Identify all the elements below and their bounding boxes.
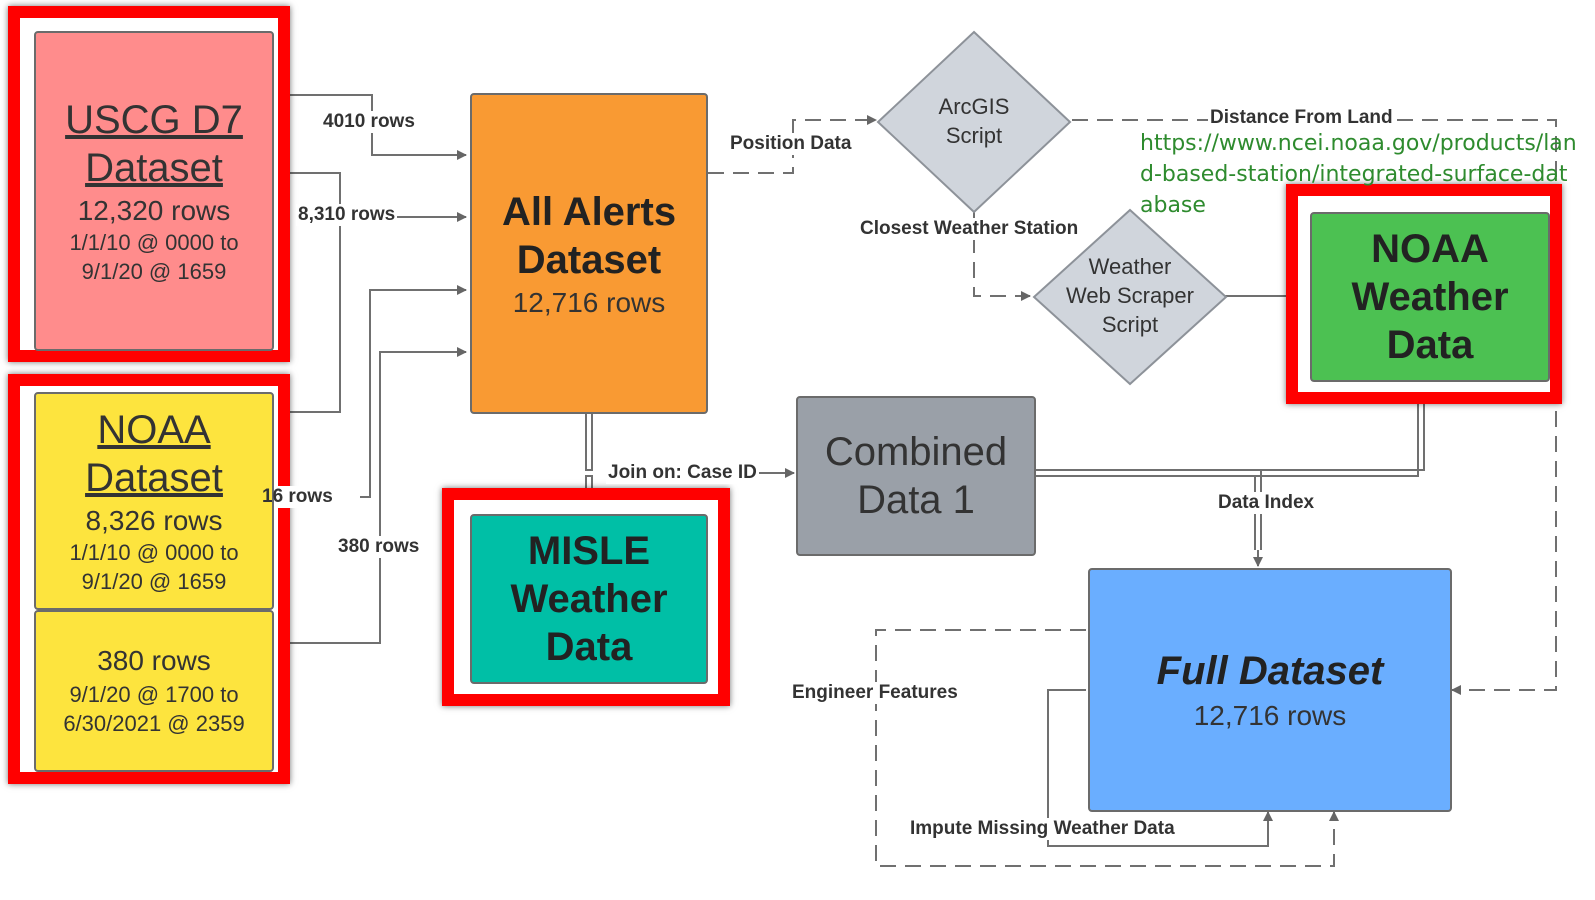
noaa-extra-range-line2: 6/30/2021 @ 2359 <box>63 711 245 736</box>
combined-line1: Combined <box>824 430 1008 474</box>
full-dataset-node: Full Dataset 12,716 rows <box>1088 568 1452 812</box>
noaa-extra-rows: 380 rows <box>97 645 211 676</box>
edge-alerts-to-join-a <box>585 414 593 471</box>
uscg-rows: 12,320 rows <box>77 195 231 226</box>
edge-label-distance-from-land: Distance From Land <box>1208 107 1395 129</box>
combined-data-node: Combined Data 1 <box>796 396 1036 556</box>
noaa-weather-line3: Data <box>1386 323 1474 367</box>
uscg-title-line2: Dataset <box>85 146 223 190</box>
misle-line1: MISLE <box>527 529 651 573</box>
noaa-weather-line1: NOAA <box>1371 227 1489 271</box>
edge-impute-loop <box>1047 689 1273 847</box>
edge-label-8310-rows: 8,310 rows <box>296 204 398 226</box>
full-dataset-title: Full Dataset <box>1156 649 1384 693</box>
edge-noaa-extra-to-alerts-380 <box>288 347 467 644</box>
noaa-extra-node: 380 rows 9/1/20 @ 1700 to 6/30/2021 @ 23… <box>34 610 274 772</box>
full-dataset-rows: 12,716 rows <box>1193 700 1347 731</box>
edge-label-380-rows: 380 rows <box>336 536 422 558</box>
arcgis-label: ArcGIS Script <box>900 92 1048 150</box>
edge-label-4010-rows: 4010 rows <box>321 111 417 133</box>
all-alerts-title-line1: All Alerts <box>501 189 677 234</box>
scraper-line3: Script <box>1101 312 1159 337</box>
edge-label-engineer-features: Engineer Features <box>790 682 960 704</box>
arcgis-script-diamond <box>876 30 1072 214</box>
all-alerts-title-line2: Dataset <box>516 237 662 282</box>
noaa-source-url: https://www.ncei.noaa.gov/products/land-… <box>1140 131 1577 218</box>
all-alerts-dataset-node: All Alerts Dataset 12,716 rows <box>470 93 708 414</box>
edge-label-join-case-id: Join on: Case ID <box>606 462 759 484</box>
edge-engineer-loop <box>875 629 1339 867</box>
scraper-line1: Weather <box>1088 254 1172 279</box>
edge-label-impute-missing-weather: Impute Missing Weather Data <box>908 818 1177 840</box>
misle-line3: Data <box>545 625 633 669</box>
edge-label-position-data: Position Data <box>728 133 854 155</box>
edge-noaa-to-alerts-8310 <box>288 217 341 413</box>
uscg-range-line2: 9/1/20 @ 1659 <box>81 259 227 284</box>
noaa-dataset-title-line1: NOAA <box>97 408 211 452</box>
misle-line2: Weather <box>510 577 668 621</box>
arcgis-line2: Script <box>945 123 1003 148</box>
all-alerts-rows: 12,716 rows <box>512 286 666 318</box>
scraper-line2: Web Scraper <box>1066 283 1194 308</box>
edge-noaaw-to-index-a <box>1261 380 1425 471</box>
edge-label-data-index: Data Index <box>1216 492 1317 514</box>
noaa-dataset-range-line1: 1/1/10 @ 0000 to <box>69 540 239 565</box>
noaa-dataset-rows: 8,326 rows <box>85 505 223 536</box>
edge-uscg-to-alerts-8310 <box>288 172 467 222</box>
weather-scraper-diamond <box>1032 208 1228 386</box>
scraper-label: Weather Web Scraper Script <box>1050 252 1210 339</box>
edge-label-closest-weather-station: Closest Weather Station <box>858 218 1081 240</box>
misle-weather-data-node: MISLE Weather Data <box>470 514 708 684</box>
uscg-title-line1: USCG D7 <box>65 98 243 142</box>
uscg-range-line1: 1/1/10 @ 0000 to <box>69 230 239 255</box>
arcgis-line1: ArcGIS <box>938 94 1010 119</box>
combined-line2: Data 1 <box>857 478 975 522</box>
edge-arcgis-to-full-distance <box>1072 119 1557 695</box>
edge-noaaw-to-index-b <box>1255 380 1419 477</box>
edge-noaa-to-alerts-16 <box>288 285 467 498</box>
noaa-weather-data-node: NOAA Weather Data <box>1310 212 1550 382</box>
noaa-extra-range-line1: 9/1/20 @ 1700 to <box>69 682 239 707</box>
uscg-d7-dataset-node: USCG D7 Dataset 12,320 rows 1/1/10 @ 000… <box>34 31 274 351</box>
noaa-dataset-title-line2: Dataset <box>85 456 223 500</box>
noaa-dataset-range-line2: 9/1/20 @ 1659 <box>81 569 227 594</box>
noaa-weather-line2: Weather <box>1351 275 1509 319</box>
edge-arcgis-to-scraper <box>973 212 1031 301</box>
noaa-dataset-node: NOAA Dataset 8,326 rows 1/1/10 @ 0000 to… <box>34 392 274 610</box>
edge-label-16-rows: 16 rows <box>262 486 360 508</box>
